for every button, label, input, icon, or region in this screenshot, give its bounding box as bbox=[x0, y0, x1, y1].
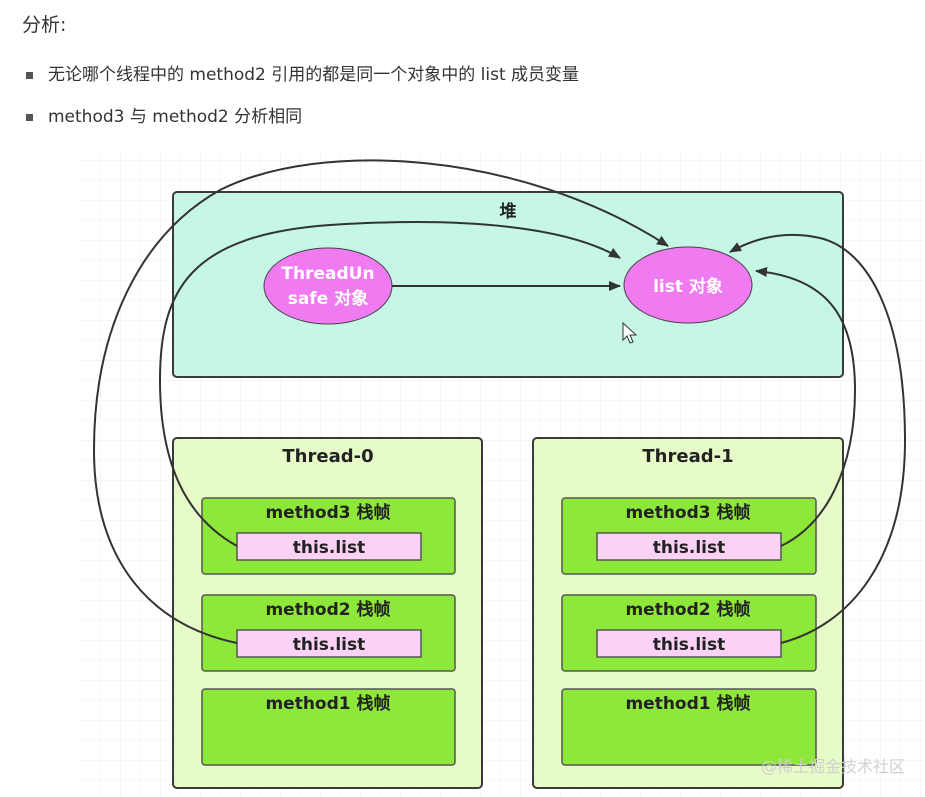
thread-1-label: Thread-1 bbox=[642, 446, 733, 467]
thread-0-label: Thread-0 bbox=[282, 446, 373, 467]
mouse-cursor-icon bbox=[622, 321, 638, 344]
thread-0-method1-label: method1 栈帧 bbox=[265, 693, 390, 714]
thread-1-method1-label: method1 栈帧 bbox=[625, 693, 750, 714]
thread-0-method3-field bbox=[236, 532, 422, 561]
arrow-thread0-method3-to-list bbox=[158, 221, 621, 547]
thread-0-method2-field-label: this.list bbox=[293, 635, 366, 655]
heap-box bbox=[172, 191, 844, 378]
thread-1-method1-frame bbox=[561, 688, 817, 766]
thread-1-method3-field bbox=[596, 532, 782, 561]
bullet-item: method3 与 method2 分析相同 bbox=[22, 102, 579, 144]
thread-1-method2-label: method2 栈帧 bbox=[625, 599, 750, 620]
watermark: @稀土掘金技术社区 bbox=[760, 757, 905, 776]
threadunsafe-label-line1: ThreadUn bbox=[281, 264, 374, 284]
bullet-list: 无论哪个线程中的 method2 引用的都是同一个对象中的 list 成员变量 … bbox=[22, 60, 579, 144]
arrow-thread1-method2-to-list bbox=[729, 233, 907, 644]
bullet-item: 无论哪个线程中的 method2 引用的都是同一个对象中的 list 成员变量 bbox=[22, 60, 579, 102]
thread-1-method3-field-label: this.list bbox=[653, 538, 726, 558]
threadunsafe-object bbox=[263, 247, 393, 325]
arrow-thread0-method2-to-list bbox=[92, 159, 669, 644]
thread-0-method2-field bbox=[236, 629, 422, 658]
thread-0-method1-frame bbox=[201, 688, 456, 766]
list-object-label: list 对象 bbox=[653, 276, 723, 297]
thread-0-method2-label: method2 栈帧 bbox=[265, 599, 390, 620]
thread-1-method2-field bbox=[596, 629, 782, 658]
threadunsafe-label-line2: safe 对象 bbox=[288, 288, 368, 309]
list-object bbox=[623, 246, 753, 324]
thread-1-method2-field-label: this.list bbox=[653, 635, 726, 655]
heap-label: 堆 bbox=[500, 201, 517, 222]
thread-1-method3-label: method3 栈帧 bbox=[625, 502, 750, 523]
page-heading: 分析: bbox=[22, 14, 67, 36]
arrow-thread1-method3-to-list bbox=[755, 267, 857, 547]
thread-0-method3-field-label: this.list bbox=[293, 538, 366, 558]
thread-0-method3-label: method3 栈帧 bbox=[265, 502, 390, 523]
